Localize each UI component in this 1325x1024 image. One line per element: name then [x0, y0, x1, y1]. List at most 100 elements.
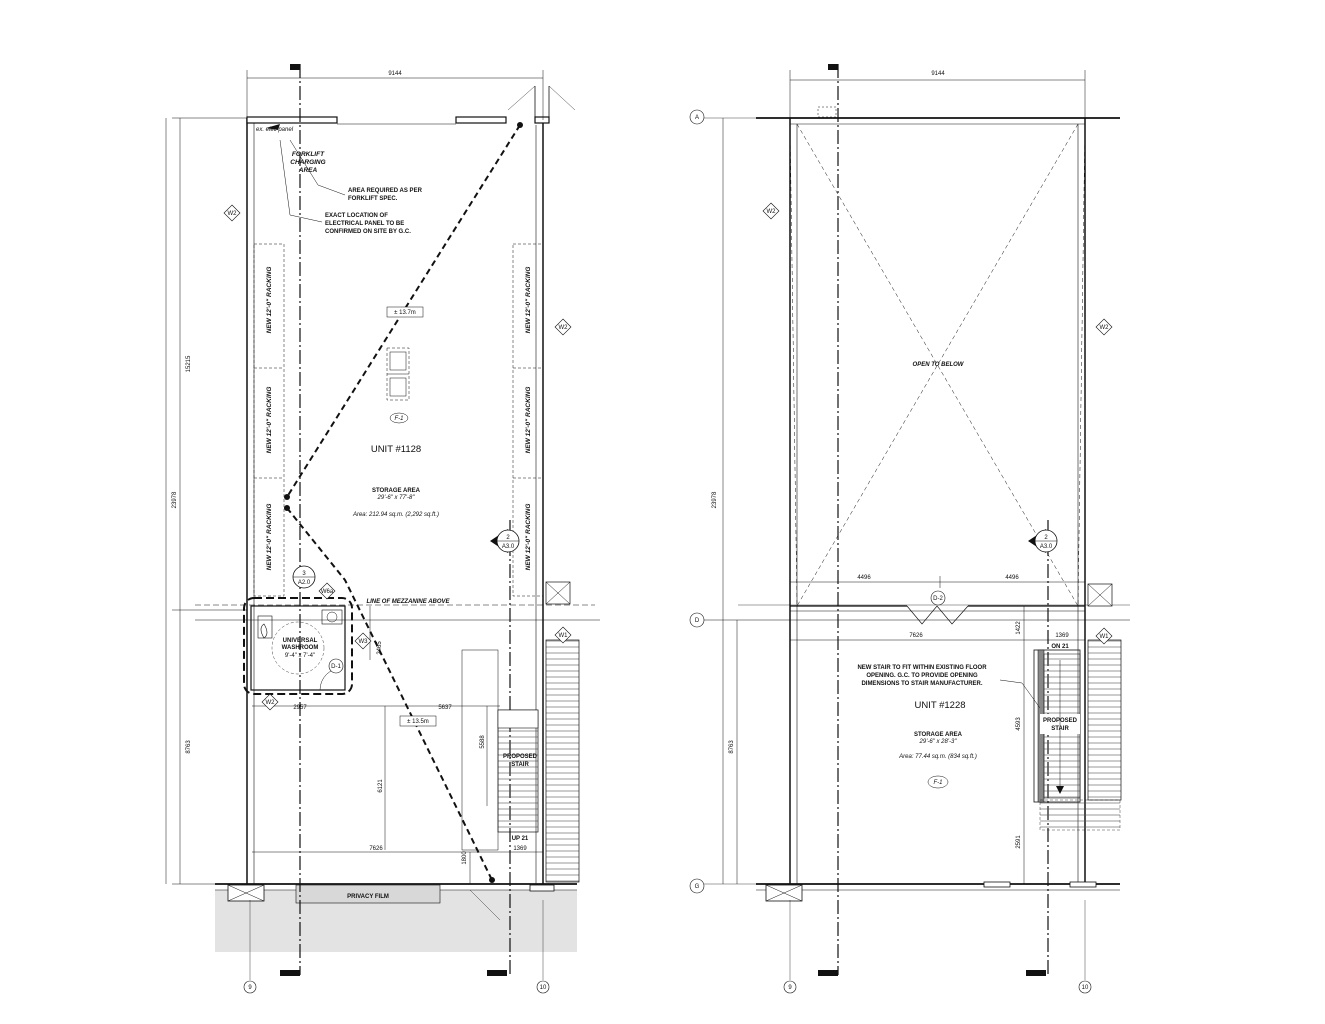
right-dimensions: 9144 23978 8763 4496 4496 7626 1369 1422…: [712, 71, 1069, 849]
new-stair-note: DIMENSIONS TO STAIR MANUFACTURER.: [861, 681, 982, 687]
unit-label: UNIT #1228: [914, 700, 965, 711]
racking-label: NEW 12'-0" RACKING: [525, 267, 532, 334]
dim-bottom-b: 1369: [513, 846, 527, 852]
fixture-tag: [927, 775, 949, 789]
dim-side-total: 23978: [172, 491, 178, 508]
dim-span-b: 1369: [1055, 633, 1069, 639]
unit-label: UNIT #1128: [371, 444, 421, 455]
right-grid-bubble-10: 10: [1078, 900, 1092, 994]
travel-node: [284, 494, 290, 500]
forklift-note: FORKLIFT: [292, 151, 325, 158]
travel-node: [284, 505, 290, 511]
dim-side-lower: 8763: [186, 740, 192, 754]
elec-panel-note: ex. elec panel: [256, 127, 294, 133]
left-section-marker-b: 2 A3.0: [490, 529, 520, 553]
stair-label: STAIR: [511, 762, 529, 768]
racking-label: NEW 12'-0" RACKING: [266, 387, 273, 454]
stair-up: UP 21: [512, 836, 529, 842]
door-tag-label: D-2: [933, 596, 943, 602]
right-notes: OPEN TO BELOW NEW STAIR TO FIT WITHIN EX…: [857, 362, 987, 789]
svg-text:A3.0: A3.0: [1040, 544, 1053, 550]
new-stair-note: NEW STAIR TO FIT WITHIN EXISTING FLOOR: [857, 665, 987, 671]
stair-label: PROPOSED: [503, 754, 538, 760]
left-grid-bubble-9: 9: [243, 900, 257, 994]
travel-node: [489, 877, 495, 883]
svg-text:W2: W2: [228, 211, 238, 217]
forklift-note: AREA: [298, 167, 318, 174]
mezzanine-line-note: LINE OF MEZZANINE ABOVE: [366, 599, 450, 605]
fixture-tag: [389, 412, 409, 424]
right-wall-tags: W2 W2 W1: [762, 202, 1113, 645]
svg-text:2: 2: [1044, 535, 1048, 541]
left-floor-plan: NEW 12'-0" RACKING NEW 12'-0" RACKING NE…: [165, 64, 600, 994]
racking-label: NEW 12'-0" RACKING: [266, 504, 273, 571]
dim-span-a: 5637: [438, 705, 452, 711]
racking-label: NEW 12'-0" RACKING: [525, 504, 532, 571]
wall-tag: W6a: [318, 582, 336, 600]
stair-on: ON 21: [1051, 644, 1069, 650]
svg-text:W3: W3: [359, 639, 369, 645]
travel-distance-upper: ± 13.7m: [394, 310, 416, 316]
dim-vertical-c: 2591: [1016, 835, 1022, 849]
exact-location-note: CONFIRMED ON SITE BY G.C.: [325, 229, 411, 235]
dim-vertical-b: 6121: [378, 779, 384, 793]
room-area: Area: 77.44 sq.m. (834 sq.ft.): [898, 754, 977, 760]
wall-tag: W2: [762, 202, 780, 220]
leader-line: [999, 679, 1041, 709]
left-section-cut-bottom-a: [280, 970, 300, 976]
left-dimensions: 9144 15215 23978 8763 2957 2465 5637 558…: [172, 71, 527, 865]
room-dims: 29'-6" x 28'-3": [919, 739, 958, 745]
washroom-size: 9'-4" x 7'-4": [285, 653, 315, 659]
svg-text:10: 10: [540, 985, 547, 991]
right-section-cut-bottom-a: [818, 970, 838, 976]
grid-bubble-d: D: [689, 612, 705, 628]
door-tag: [930, 590, 946, 606]
fixture-label: F-1: [934, 780, 943, 786]
exact-location-note: ELECTRICAL PANEL TO BE: [325, 221, 404, 227]
right-floor-plan: PROPOSED STAIR ON 21 OPEN TO BELOW NEW S…: [689, 64, 1130, 994]
svg-text:D: D: [695, 618, 700, 624]
left-racking-labels: NEW 12'-0" RACKING NEW 12'-0" RACKING NE…: [266, 267, 532, 571]
grid-bubble-a: A: [689, 109, 705, 125]
wall-tag: W2: [223, 204, 241, 222]
svg-text:G: G: [695, 884, 700, 890]
svg-text:9: 9: [248, 985, 252, 991]
svg-text:W1: W1: [559, 633, 569, 639]
travel-node: [517, 122, 523, 128]
privacy-film-note: PRIVACY FILM: [347, 894, 389, 900]
left-notes: ex. elec panel FORKLIFT CHARGING AREA AR…: [256, 124, 451, 900]
leader-line: [289, 139, 346, 196]
dim-washroom-height: 2465: [377, 641, 383, 655]
svg-text:A3.0: A3.0: [502, 544, 515, 550]
travel-distance-lower: ± 13.5m: [407, 719, 429, 725]
room-label: STORAGE AREA: [372, 488, 421, 494]
svg-text:A: A: [695, 115, 699, 121]
svg-text:W6a: W6a: [321, 589, 334, 595]
leader-line: [279, 139, 323, 223]
svg-text:W2: W2: [1100, 325, 1110, 331]
right-proposed-stair: PROPOSED STAIR ON 21: [999, 583, 1122, 831]
washroom-title: WASHROOM: [282, 645, 319, 651]
dim-vertical-a: 1422: [1016, 621, 1022, 635]
svg-text:10: 10: [1082, 985, 1089, 991]
stair-label: STAIR: [1051, 726, 1069, 732]
right-section-cut-top: [828, 64, 838, 70]
racking-label: NEW 12'-0" RACKING: [266, 267, 273, 334]
open-to-below-x: [789, 123, 1086, 607]
universal-washroom: UNIVERSAL WASHROOM 9'-4" x 7'-4" D-1: [243, 597, 353, 695]
left-skylight: [386, 347, 410, 401]
left-section-marker-a: 3 A2.0: [292, 565, 316, 589]
racking-label: NEW 12'-0" RACKING: [525, 387, 532, 454]
dim-side-lower: 8763: [729, 740, 735, 754]
mezzanine-edge: [790, 605, 1085, 625]
travel-path: [286, 124, 521, 881]
right-section-cut-bottom-b: [1026, 970, 1046, 976]
svg-text:W2: W2: [266, 700, 276, 706]
svg-text:2: 2: [506, 535, 510, 541]
dim-span-a: 7626: [909, 633, 923, 639]
left-racking-bays: [253, 243, 544, 597]
wall-tag: W2: [261, 693, 279, 711]
dim-top: 9144: [388, 71, 402, 77]
wall-tag: W2: [554, 318, 572, 336]
